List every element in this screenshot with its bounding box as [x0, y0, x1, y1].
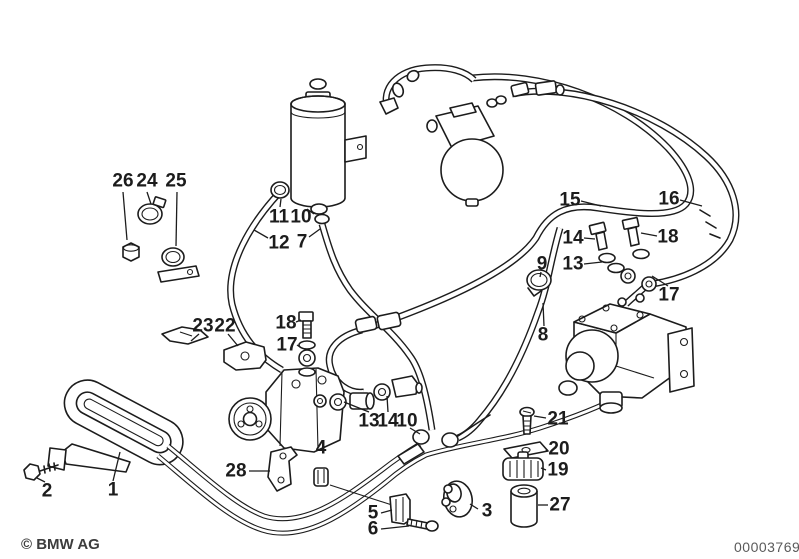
part-callout-18-10: 18	[657, 227, 678, 248]
callout-leader-line	[469, 503, 479, 510]
part-callout-21-29: 21	[547, 409, 569, 430]
part-callout-17-13: 17	[658, 285, 679, 306]
callout-leader-line	[583, 237, 596, 240]
callout-leader-line	[112, 451, 121, 482]
part-callout-12-5: 12	[268, 233, 289, 254]
callout-leader-line	[146, 191, 152, 205]
hose-clamp-11	[270, 181, 290, 199]
clip-5	[389, 493, 411, 525]
part-callout-9-11: 9	[537, 254, 548, 275]
steering-pump	[228, 367, 345, 453]
part-callout-14-20: 14	[377, 411, 399, 432]
part-callout-13-19: 13	[358, 411, 379, 432]
clamp-bracket-25	[157, 247, 200, 283]
copyright-watermark: © BMW AG	[21, 536, 100, 553]
part-callout-27-32: 27	[549, 495, 570, 516]
oil-cooler	[63, 379, 184, 466]
part-callout-5-26: 5	[368, 503, 379, 524]
pump-fittings-13-14	[313, 375, 423, 411]
screw-6	[406, 518, 439, 532]
callout-leader-line	[580, 200, 602, 207]
fluid-reservoir	[290, 78, 367, 208]
part-callout-2-25: 2	[42, 481, 53, 502]
part-callout-23-15: 23	[192, 316, 213, 337]
callout-leader-line	[122, 191, 128, 241]
screw-2	[23, 462, 59, 481]
reservoir-union-10	[310, 203, 330, 225]
cooler-bracket	[47, 443, 131, 473]
callout-leader-line	[36, 477, 46, 483]
clip-plate-23	[161, 326, 209, 345]
part-callout-22-16: 22	[214, 316, 235, 337]
callout-leader-line	[190, 333, 200, 342]
grommet-3	[441, 480, 473, 518]
return-hose-16	[512, 91, 736, 304]
nut-26	[122, 242, 140, 262]
part-callout-4-22: 4	[316, 438, 327, 459]
callout-leader-line	[386, 395, 389, 413]
part-callout-14-9: 14	[562, 228, 584, 249]
callout-leader-line	[308, 228, 321, 238]
screw-21	[519, 406, 535, 435]
steering-gear	[558, 293, 695, 414]
part-callout-17-18: 17	[276, 335, 297, 356]
callout-leader-line	[306, 208, 315, 215]
part-callout-25-2: 25	[165, 171, 187, 192]
callout-leader-line	[679, 199, 703, 207]
part-callout-28-23: 28	[225, 461, 246, 482]
part-callout-7-6: 7	[297, 232, 308, 253]
callout-leader-line	[583, 261, 603, 265]
callout-leader-line	[296, 344, 301, 348]
insulator-19	[502, 451, 544, 481]
part-callout-3-28: 3	[482, 501, 493, 522]
callout-leader-line	[380, 525, 410, 530]
callout-leader-line	[539, 271, 542, 278]
hose-clamp-24	[137, 196, 167, 225]
part-callout-18-17: 18	[275, 313, 296, 334]
part-callout-1-24: 1	[108, 480, 119, 501]
top-fittings	[379, 69, 565, 115]
callout-leader-line	[409, 427, 421, 435]
part-callout-6-27: 6	[368, 519, 379, 540]
callout-leader-line	[295, 319, 302, 323]
part-callout-15-7: 15	[559, 190, 581, 211]
callout-leader-line	[175, 191, 178, 247]
pressure-accumulator	[426, 95, 507, 207]
callout-leader-line	[640, 232, 658, 237]
callout-leader-line	[533, 415, 547, 419]
part-callout-16-8: 16	[658, 189, 679, 210]
banjo-bolt-18-left	[298, 311, 314, 339]
bracket-28	[267, 446, 298, 492]
seal-rings-17-left	[298, 340, 316, 377]
part-callout-19-31: 19	[547, 460, 568, 481]
damper-block-22	[223, 341, 267, 371]
part-callout-8-14: 8	[538, 325, 549, 346]
sleeve-27	[510, 484, 538, 528]
callout-leader-line	[380, 509, 393, 514]
callout-leader-line	[227, 333, 239, 347]
callout-leader-line	[279, 198, 282, 208]
callout-leader-line	[542, 302, 545, 327]
callout-leader-line	[651, 275, 669, 287]
hose-clamp-9	[526, 269, 552, 297]
pipe-clip-block	[313, 467, 393, 506]
part-callout-10-4: 10	[290, 207, 311, 228]
callout-leader-line	[545, 448, 548, 452]
part-callout-11-3: 11	[269, 207, 290, 228]
part-callout-13-12: 13	[562, 254, 583, 275]
banjo-bolts-right	[588, 216, 640, 251]
part-callout-20-30: 20	[548, 439, 569, 460]
pipe-union-10	[397, 414, 491, 465]
part-callout-26-0: 26	[112, 171, 133, 192]
part-callout-10-21: 10	[396, 411, 417, 432]
image-number: 00003769	[734, 539, 799, 555]
part-callout-24-1: 24	[136, 171, 158, 192]
seal-rings-right	[598, 248, 657, 292]
pipe-coupling-15	[354, 311, 402, 334]
callout-leader-line	[540, 467, 547, 471]
callout-leader-line	[253, 229, 269, 239]
callout-leader-line	[343, 401, 370, 413]
